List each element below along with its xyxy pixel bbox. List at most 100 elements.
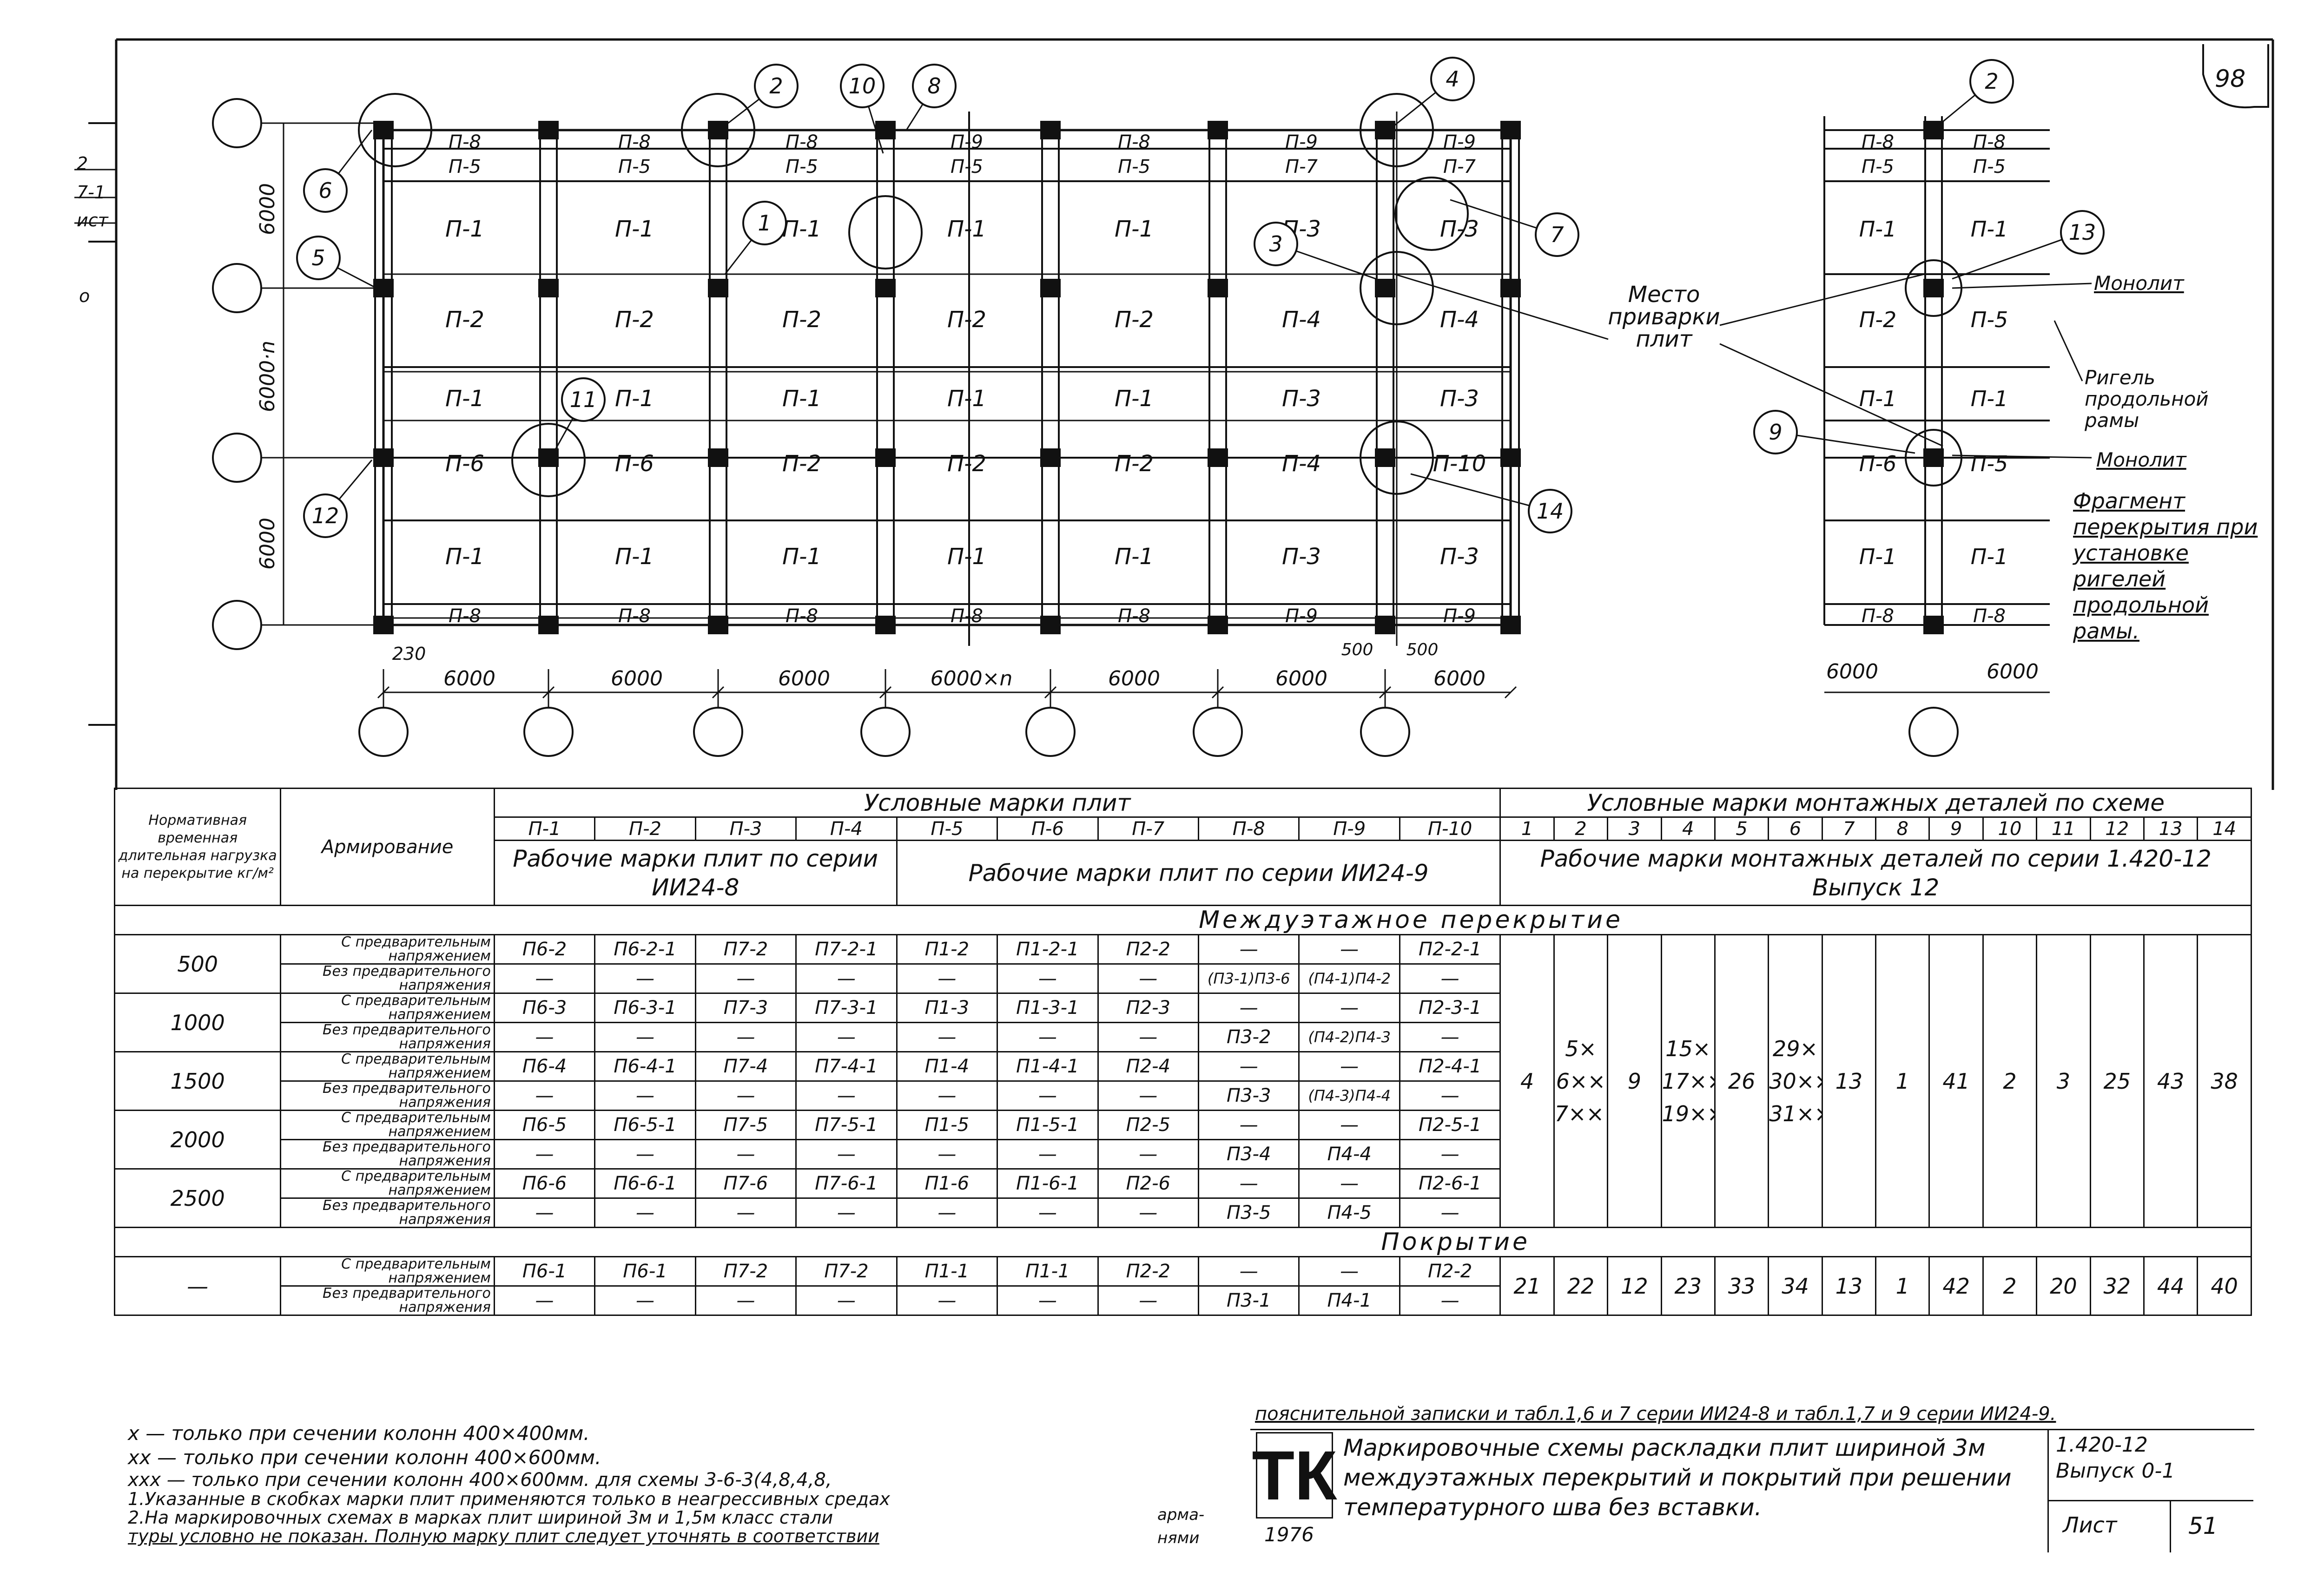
plate-mark: — (896, 1022, 998, 1052)
load-value: 1500 (113, 1051, 282, 1111)
plate-label: П-3 (1440, 386, 1479, 412)
column (1208, 616, 1228, 634)
span-dimension: 6000×n (931, 667, 1013, 690)
fragment-note-monolith-top: Монолит (2094, 272, 2184, 295)
axis-bubble (212, 98, 262, 148)
column (875, 121, 896, 139)
stamp-text: ТК (1252, 1436, 1337, 1514)
fragment-plate-label: П-1 (1971, 544, 2008, 569)
plate-mark: — (694, 1022, 797, 1052)
note-1: х — только при сечении колонн 400×400мм. (128, 1422, 590, 1445)
plate-mark: — (1097, 1285, 1200, 1316)
fragment-plate-label: П-8 (1862, 131, 1894, 153)
plate-mark: — (1298, 1110, 1400, 1140)
page-divider (2170, 1501, 2171, 1552)
fragment-span: 6000 (1987, 660, 2039, 684)
plate-mark: — (795, 1022, 898, 1052)
callout-number: 7 (1550, 222, 1564, 247)
callout-number: 5 (311, 245, 325, 270)
plate-label: П-2 (782, 307, 821, 333)
callout-bubble (754, 64, 799, 108)
detail-mark: 33 (1714, 1256, 1769, 1316)
plate-mark: П7-6 (694, 1168, 797, 1199)
plate-mark: — (795, 1139, 898, 1170)
plate-label: П-4 (1282, 307, 1321, 333)
column (1500, 279, 1521, 297)
plate-mark: П6-4-1 (594, 1051, 696, 1082)
load-value: 500 (113, 934, 282, 994)
plate-mark: П4-1 (1298, 1285, 1400, 1316)
reinforcement-type: Без предварительного напряжения (280, 1197, 495, 1228)
plate-mark: П1-5-1 (997, 1110, 1099, 1140)
detail-circle (1394, 177, 1469, 251)
marking-table: Нормативная временная длительная нагрузк… (113, 788, 2252, 1316)
dimension-tick (542, 686, 555, 699)
plate-mark: П6-2 (493, 934, 596, 965)
section-floor: Междуэтажное перекрытие (114, 905, 2252, 935)
detail-mark: 5× 6×× 7××× (1553, 934, 1609, 1228)
plate-mark: — (896, 963, 998, 994)
plate-mark: П1-1 (997, 1256, 1099, 1287)
plate-label: П-4 (1282, 451, 1321, 477)
detail-circle (1360, 251, 1434, 325)
plate-mark: — (1097, 1080, 1200, 1111)
plate-mark: — (594, 963, 696, 994)
plate-mark: П1-2 (896, 934, 998, 965)
plate-mark: П7-4-1 (795, 1051, 898, 1082)
callout-number: 8 (927, 73, 941, 99)
plate-mark: П3-1 (1197, 1285, 1300, 1316)
callout-bubble (912, 64, 957, 108)
column (1375, 616, 1395, 634)
detail-mark: 13 (1821, 1256, 1877, 1316)
detail-mark: 43 (2143, 934, 2199, 1228)
fragment-caption: Фрагмент перекрытия при установке ригеле… (2073, 488, 2258, 644)
note-leader (2053, 320, 2083, 381)
plate-mark: — (1197, 1051, 1300, 1082)
detail-col-header: 8 (1875, 816, 1930, 841)
plate-label: П-3 (1282, 544, 1321, 570)
fragment-plate-label: П-1 (1859, 544, 1896, 569)
detail-col-header: 11 (2036, 816, 2091, 841)
callout-leader (1952, 231, 2083, 280)
plate-mark: П1-2-1 (997, 934, 1099, 965)
plate-col-header: П-10 (1399, 816, 1501, 841)
note-2: хх — только при сечении колонн 400×600мм… (128, 1446, 601, 1469)
plate-label: П-9 (1443, 131, 1476, 153)
column (538, 616, 559, 634)
column (708, 616, 728, 634)
plate-mark: — (997, 1022, 1099, 1052)
plate-label: П-1 (445, 216, 484, 242)
plate-label: П-8 (1118, 605, 1150, 627)
plate-mark: — (493, 1022, 596, 1052)
left-dimension: 6000 (256, 518, 279, 570)
callout-bubble (1969, 59, 2014, 104)
plate-mark: П2-6-1 (1399, 1168, 1501, 1199)
reinforcement-type: С предварительным напряжением (280, 1110, 495, 1140)
reinforcement-type: Без предварительного напряжения (280, 1285, 495, 1316)
plate-mark: — (1298, 934, 1400, 965)
plate-mark: П3-5 (1197, 1197, 1300, 1228)
plate-mark: П2-5-1 (1399, 1110, 1501, 1140)
fragment-plate-label: П-8 (1862, 605, 1894, 627)
dimension-tick (1044, 686, 1057, 699)
plate-mark: (П4-3)П4-4 (1298, 1080, 1400, 1111)
plate-mark: П7-5 (694, 1110, 797, 1140)
dimension-tick (879, 686, 892, 699)
fragment-plate-label: П-1 (1859, 217, 1896, 242)
callout-bubble (840, 64, 885, 108)
note-leader (1952, 454, 2092, 459)
table-row: Без предварительного напряжения———————П3… (115, 1080, 2251, 1111)
plate-mark: — (795, 1285, 898, 1316)
plate-mark: П6-5 (493, 1110, 596, 1140)
plate-label: П-2 (615, 307, 654, 333)
axis-bubble (212, 600, 262, 650)
callout-bubble (1254, 222, 1298, 266)
detail-mark: 15× 17×× 19××× (1660, 934, 1716, 1228)
plate-label: П-5 (449, 156, 481, 178)
span-dimension: 6000 (1433, 667, 1486, 690)
issue: Выпуск 0-1 (2056, 1459, 2175, 1483)
